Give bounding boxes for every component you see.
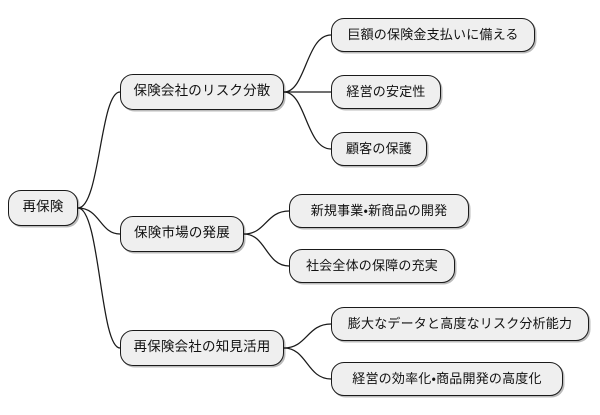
edge-root-to-branch-1 bbox=[77, 91, 121, 209]
node-branch-label: 再保険会社の知見活用 bbox=[133, 339, 271, 356]
node-branch-reinsurer-expertise[interactable]: 再保険会社の知見活用 bbox=[120, 330, 284, 366]
node-branch-label: 保険会社のリスク分散 bbox=[133, 83, 271, 100]
node-leaf-label: 顧客の保護 bbox=[345, 141, 412, 157]
edge-branch-2-to-leaf-1 bbox=[243, 210, 290, 235]
node-leaf-label: 膨大なデータと高度なリスク分析能力 bbox=[347, 316, 573, 332]
edge-root-to-branch-3 bbox=[77, 207, 121, 349]
edge-branch-1-to-leaf-3 bbox=[283, 91, 332, 150]
node-leaf-label: 新規事業・新商品の開発 bbox=[310, 203, 448, 219]
node-branch-risk-diversification[interactable]: 保険会社のリスク分散 bbox=[120, 74, 284, 110]
edge-branch-2-to-leaf-2 bbox=[243, 233, 290, 267]
node-leaf-society-wide-coverage[interactable]: 社会全体の保障の充実 bbox=[289, 249, 455, 283]
edge-root-to-branch-2 bbox=[77, 207, 121, 235]
edge-branch-1-to-leaf-1 bbox=[283, 34, 332, 93]
edge-branch-3-to-leaf-2 bbox=[283, 347, 332, 380]
node-leaf-label: 経営の効率化・商品開発の高度化 bbox=[352, 371, 542, 387]
node-root-reinsurance[interactable]: 再保険 bbox=[8, 190, 78, 226]
edge-branch-3-to-leaf-1 bbox=[283, 323, 332, 349]
node-branch-label: 保険市場の発展 bbox=[134, 225, 230, 242]
node-root-label: 再保険 bbox=[22, 199, 64, 216]
node-leaf-efficiency-product-sophistication[interactable]: 経営の効率化・商品開発の高度化 bbox=[331, 362, 563, 396]
node-leaf-management-stability[interactable]: 経営の安定性 bbox=[331, 75, 441, 109]
node-leaf-new-business-products[interactable]: 新規事業・新商品の開発 bbox=[289, 194, 469, 228]
node-leaf-label: 経営の安定性 bbox=[346, 84, 426, 100]
node-leaf-big-data-risk-analysis[interactable]: 膨大なデータと高度なリスク分析能力 bbox=[331, 307, 589, 341]
node-leaf-label: 巨額の保険金支払いに備える bbox=[347, 27, 519, 43]
node-leaf-customer-protection[interactable]: 顧客の保護 bbox=[331, 132, 427, 166]
node-leaf-label: 社会全体の保障の充実 bbox=[305, 258, 438, 274]
node-leaf-large-payout-preparation[interactable]: 巨額の保険金支払いに備える bbox=[331, 18, 535, 52]
node-branch-market-development[interactable]: 保険市場の発展 bbox=[120, 216, 244, 252]
